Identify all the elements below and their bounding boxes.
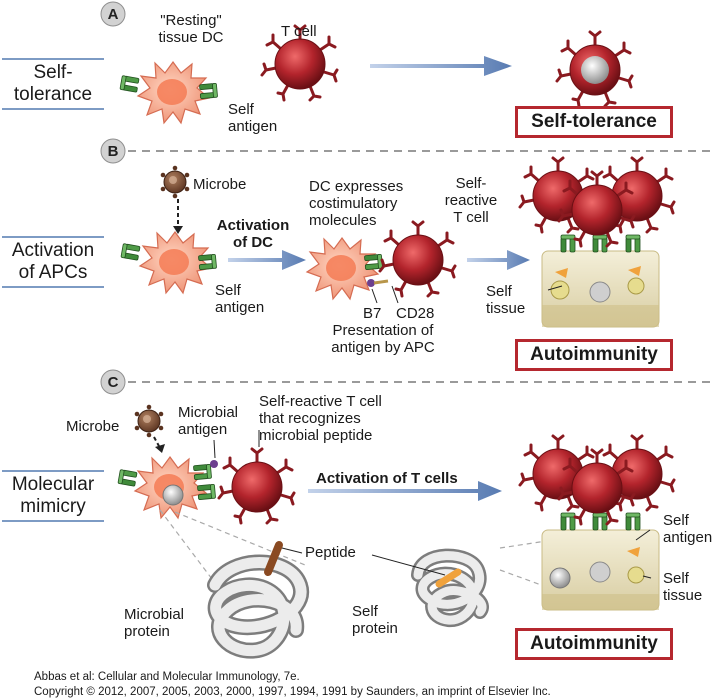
self-tissue-leader-c: [642, 575, 652, 579]
self-reactive-t-cell-c: [217, 447, 296, 525]
panel-letter-b: B: [107, 143, 119, 160]
side-label-molecular-mimicry: Molecular mimicry: [2, 470, 104, 522]
microbe-c: [134, 404, 164, 438]
b7-leader: [371, 288, 378, 304]
microbe-b: [160, 165, 190, 199]
presentation-label: Presentation of antigen by APC: [331, 322, 435, 356]
self-reactive-t-cell-label-b: Self- reactive T cell: [444, 175, 498, 226]
cd28-leader: [391, 285, 399, 304]
self-antigen-label-a: Self antigen: [228, 101, 278, 135]
t-cell-cluster-c: [518, 434, 676, 526]
tissue-dc-b: [139, 231, 212, 294]
microbe-arrowhead-b: [173, 226, 183, 234]
microbe-label-b: Microbe: [193, 176, 247, 193]
t-cell-cluster-b: [518, 156, 676, 248]
self-reactive-t-cell-b: [378, 220, 457, 298]
activation-of-t-cells-label: Activation of T cells: [316, 470, 458, 487]
tissue-leader-b: [547, 285, 563, 291]
self-reactive-t-cell-label-c: Self-reactive T cell that recognizes mic…: [259, 393, 382, 444]
microbial-protein-coil: [207, 541, 310, 659]
dc-mhc-right: [199, 82, 218, 100]
outcome-self-tolerance: Self-tolerance: [515, 106, 673, 138]
microbial-antigen-leader: [213, 439, 216, 459]
b7-molecule: [367, 279, 375, 287]
dc-expresses-label: DC expresses costimulatory molecules: [309, 178, 404, 229]
self-antigen-leader-c: [635, 529, 651, 541]
cd28-molecule: [373, 279, 389, 285]
dc-c-mhc-right: [193, 463, 212, 481]
arrow-activation-dc: [228, 250, 306, 270]
arrow-b-outcome: [467, 250, 530, 270]
self-tissue-label-c: Self tissue: [663, 570, 703, 604]
microbial-protein-label: Microbial protein: [124, 606, 185, 640]
side-label-self-tolerance: Self- tolerance: [2, 58, 104, 110]
panel-letter-a-circle: [100, 1, 126, 27]
self-tissue-c: [541, 529, 660, 611]
self-antigen-label-b: Self antigen: [215, 282, 265, 316]
dc-mhc-b-left: [120, 243, 141, 261]
activation-of-dc-label: Activation of DC: [216, 217, 290, 251]
dc-c-vesicle: [162, 484, 184, 506]
b7-label: B7: [363, 305, 382, 322]
cd28-label: CD28: [396, 305, 435, 322]
dc-c-mhc-left: [117, 469, 138, 487]
dc-mhc-left: [119, 75, 140, 93]
self-protein-label: Self protein: [352, 603, 398, 637]
credit-line-2: Copyright © 2012, 2007, 2005, 2003, 2000…: [34, 686, 551, 698]
self-antigen-label-c: Self antigen: [663, 512, 713, 546]
panel-letter-b-circle: [100, 138, 126, 164]
resting-dc-label: "Resting" tissue DC: [158, 12, 224, 46]
side-label-activation-apcs: Activation of APCs: [2, 236, 104, 288]
peptide-leader-2: [371, 554, 446, 576]
microbe-arrowhead-c: [155, 444, 165, 453]
arrow-activation-t-cells: [308, 481, 502, 501]
peptide-leader-1: [281, 547, 303, 554]
peptide-label: Peptide: [305, 544, 356, 561]
panel-letter-a: A: [107, 6, 119, 23]
credit-line-1: Abbas et al: Cellular and Molecular Immu…: [34, 671, 300, 683]
t-cell-label-a: T cell: [281, 23, 317, 40]
anergic-t-cell: [555, 30, 634, 108]
self-tissue-label-b: Self tissue: [486, 283, 526, 317]
self-protein-coil: [411, 548, 489, 627]
zoom-line-1: [159, 509, 216, 584]
microbial-antigen-dot: [210, 460, 218, 468]
tissue-mhc-b: [560, 234, 641, 253]
microbial-antigen-label: Microbial antigen: [178, 404, 239, 438]
arrow-a: [370, 56, 512, 76]
outcome-autoimmunity-c: Autoimmunity: [515, 628, 673, 660]
microbe-label-c: Microbe: [66, 418, 120, 435]
outcome-autoimmunity-b: Autoimmunity: [515, 339, 673, 371]
panel-letter-c-circle: [100, 369, 126, 395]
tissue-mhc-c: [560, 512, 641, 531]
panel-letter-c: C: [107, 374, 119, 391]
resting-dc-cell: [137, 61, 210, 124]
self-tissue-b: [541, 250, 660, 328]
